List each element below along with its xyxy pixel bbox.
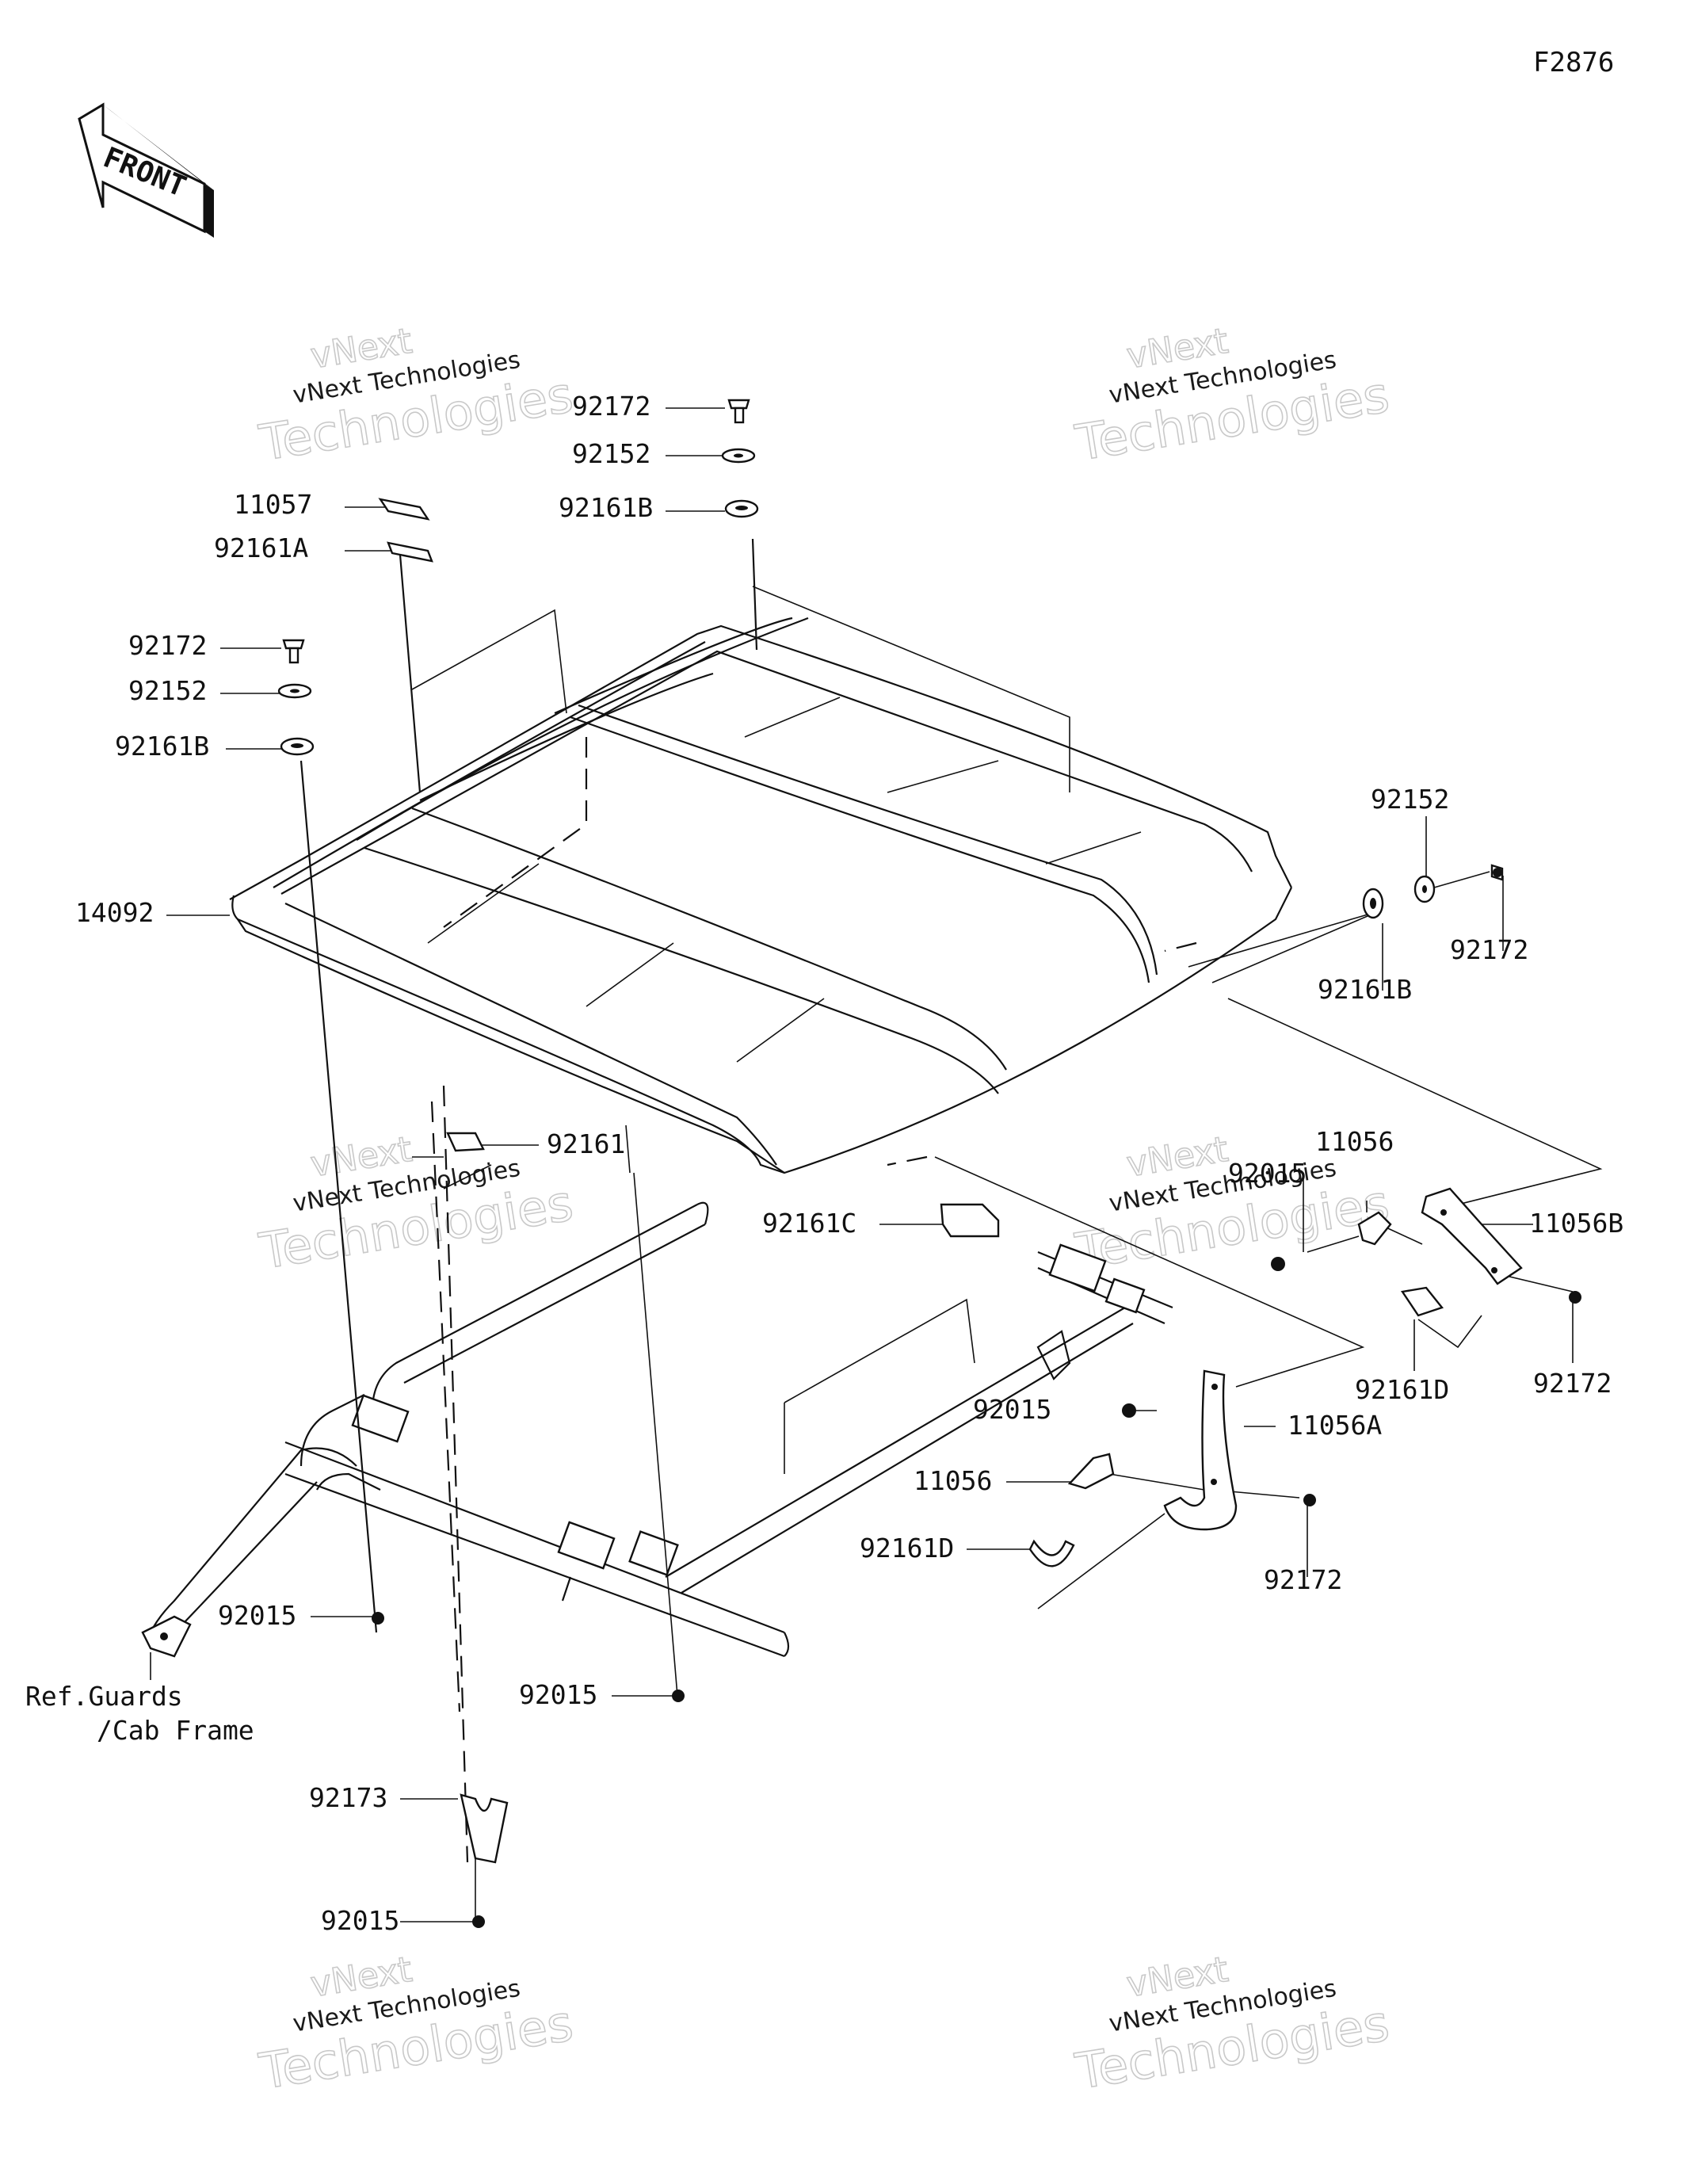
reference-note-line2: /Cab Frame <box>97 1715 254 1746</box>
washer-icon <box>721 448 756 464</box>
nut-icon <box>672 1690 685 1702</box>
diagram-code: F2876 <box>1533 47 1614 78</box>
callout-92161b: 92161B <box>559 492 653 523</box>
callout-92172: 92172 <box>1450 934 1528 965</box>
callout-92161b: 92161B <box>115 731 209 762</box>
nut-icon <box>372 1612 384 1625</box>
callout-92161a: 92161A <box>214 533 308 563</box>
callout-92015: 92015 <box>519 1679 597 1710</box>
front-arrow-icon: FRONT <box>78 102 214 238</box>
callout-92172: 92172 <box>572 391 650 422</box>
callout-92152: 92152 <box>128 675 207 706</box>
watermark-top-left: vNext vNext Technologies Technologies <box>254 320 577 472</box>
leader-lines <box>150 407 1603 1922</box>
callout-labels: 92172 92152 92161B 11057 92161A 92172 92… <box>25 391 1623 1936</box>
callout-92161d: 92161D <box>1355 1374 1449 1405</box>
callout-92152: 92152 <box>572 438 650 469</box>
grommet-icon <box>280 737 315 756</box>
bracket-icon <box>1421 1187 1523 1285</box>
callout-92161b: 92161B <box>1318 974 1412 1005</box>
bolt-icon <box>1303 1494 1316 1506</box>
clip-icon <box>1028 1539 1075 1567</box>
callout-92172: 92172 <box>1533 1368 1612 1399</box>
roof-panel <box>229 617 1292 1174</box>
bolt-icon <box>1569 1291 1581 1304</box>
watermark-top-right: vNext vNext Technologies Technologies <box>1070 320 1393 472</box>
nut-icon <box>1271 1257 1285 1271</box>
callout-92015: 92015 <box>1228 1158 1307 1189</box>
callout-92172: 92172 <box>1264 1564 1342 1595</box>
nut-icon <box>472 1915 485 1928</box>
bolt-icon <box>282 639 305 664</box>
callout-92161c: 92161C <box>762 1208 856 1239</box>
callout-11056: 11056 <box>914 1465 992 1496</box>
callout-11056: 11056 <box>1315 1126 1394 1157</box>
callout-92161d: 92161D <box>860 1533 954 1564</box>
grommet-icon <box>1362 888 1384 919</box>
reference-note-line1: Ref.Guards <box>25 1681 183 1712</box>
callout-92015: 92015 <box>321 1905 399 1936</box>
callout-92015: 92015 <box>218 1600 296 1631</box>
washer-icon <box>277 683 312 699</box>
callout-11056a: 11056A <box>1288 1410 1382 1441</box>
watermark-bottom-right: vNext vNext Technologies Technologies <box>1070 1949 1393 2101</box>
bracket-icon <box>1357 1211 1392 1246</box>
callout-92161: 92161 <box>547 1128 625 1159</box>
clip-icon <box>1400 1286 1444 1317</box>
callout-11056b: 11056B <box>1529 1208 1623 1239</box>
callout-92172: 92172 <box>128 630 207 661</box>
plate-icon <box>378 498 430 521</box>
callout-92173: 92173 <box>309 1782 387 1813</box>
watermark-bottom-left: vNext vNext Technologies Technologies <box>254 1949 577 2101</box>
washer-icon <box>1413 875 1436 903</box>
bracket-icon <box>1067 1453 1115 1490</box>
bolt-icon <box>1490 864 1504 881</box>
callout-92152: 92152 <box>1371 784 1449 815</box>
bolt-icon <box>727 399 750 424</box>
hardware <box>277 399 1581 1928</box>
pad-icon <box>387 541 433 563</box>
callout-11057: 11057 <box>234 489 312 520</box>
grommet-icon <box>724 499 759 518</box>
bracket-icon <box>1163 1369 1238 1531</box>
pad-icon <box>446 1132 485 1152</box>
pad-icon <box>940 1203 1000 1238</box>
clamp-icon <box>460 1793 509 1864</box>
nut-icon <box>1122 1403 1136 1418</box>
callout-14092: 14092 <box>75 897 154 928</box>
watermark-mid-left: vNext vNext Technologies Technologies <box>254 1128 577 1281</box>
callout-92015: 92015 <box>973 1394 1051 1425</box>
